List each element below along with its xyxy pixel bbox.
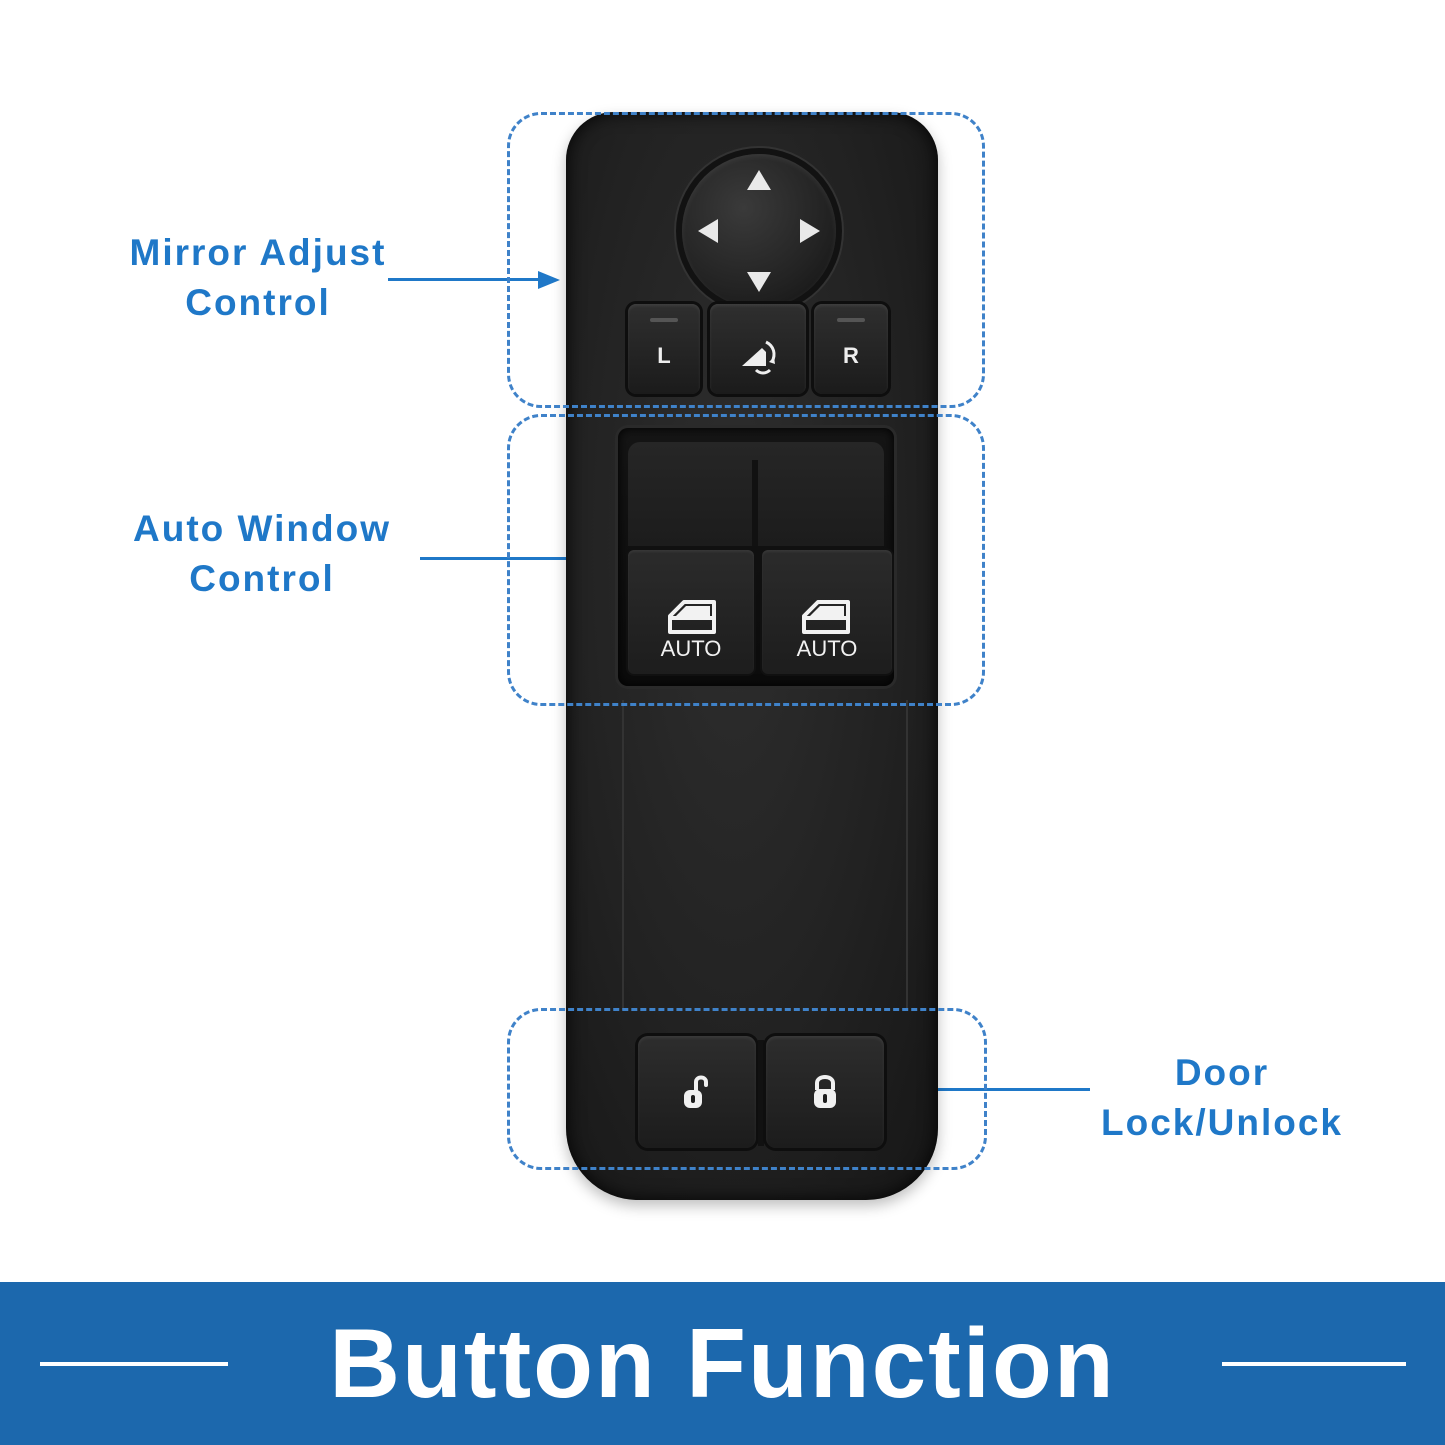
arrow-down-icon [747, 272, 771, 292]
door-window-icon [668, 600, 716, 634]
button-function-banner: Button Function [0, 1282, 1445, 1445]
mirror-adjust-label-line2: Control [185, 282, 331, 323]
window-switch-divider [752, 460, 758, 546]
window-right-auto-button[interactable]: AUTO [762, 550, 892, 674]
mirror-adjust-label: Mirror Adjust Control [108, 228, 408, 328]
auto-window-label-line2: Control [189, 558, 335, 599]
door-unlock-button[interactable] [638, 1036, 756, 1148]
mirror-fold-button[interactable] [710, 304, 806, 394]
door-window-icon [802, 600, 850, 634]
auto-window-label: Auto Window Control [112, 504, 412, 604]
door-lock-label-line2: Lock/Unlock [1101, 1102, 1343, 1143]
unlock-icon [684, 1075, 708, 1108]
door-lock-label-line1: Door [1174, 1052, 1270, 1093]
mirror-arrow-head [538, 271, 560, 289]
window-left-auto-label: AUTO [660, 636, 722, 661]
door-arrow [930, 1088, 1090, 1091]
arrow-up-icon [747, 170, 771, 190]
mirror-arrow [388, 278, 538, 281]
window-left-auto-button[interactable]: AUTO [628, 550, 754, 674]
mirror-adjust-zone [507, 112, 985, 408]
door-lock-divider [758, 1040, 764, 1146]
mirror-left-label: L [657, 343, 671, 368]
mirror-right-button[interactable]: R [814, 304, 888, 394]
mirror-fold-icon [742, 340, 776, 375]
mirror-joystick[interactable] [682, 154, 836, 308]
mirror-right-indicator [837, 318, 865, 322]
mirror-left-button[interactable]: L [628, 304, 700, 394]
window-right-auto-label: AUTO [796, 636, 858, 661]
banner-rule-left [40, 1362, 228, 1366]
door-lock-zone [507, 1008, 987, 1170]
banner-title: Button Function [329, 1308, 1116, 1418]
panel-blank-area [622, 700, 908, 1010]
door-lock-button[interactable] [766, 1036, 884, 1148]
arrow-right-icon [800, 219, 820, 243]
arrow-left-icon [698, 219, 718, 243]
window-arrow [420, 557, 570, 560]
banner-rule-right [1222, 1362, 1406, 1366]
mirror-left-indicator [650, 318, 678, 322]
lock-icon [814, 1075, 836, 1108]
door-lock-label: Door Lock/Unlock [1082, 1048, 1362, 1148]
mirror-right-label: R [843, 343, 859, 368]
auto-window-zone [507, 414, 985, 706]
mirror-adjust-label-line1: Mirror Adjust [129, 232, 387, 273]
auto-window-label-line1: Auto Window [133, 508, 391, 549]
